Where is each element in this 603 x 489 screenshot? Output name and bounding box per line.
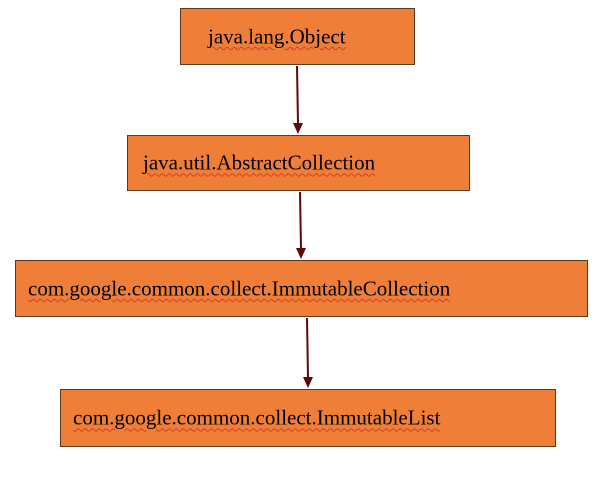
edge-abstract-collection-to-immutable-collection xyxy=(296,191,306,259)
node-immutable-collection: com.google.common.collect.ImmutableColle… xyxy=(15,260,588,317)
node-java-lang-object: java.lang.Object xyxy=(180,8,415,65)
edge-object-to-abstract-collection xyxy=(293,65,303,134)
node-immutable-list: com.google.common.collect.ImmutableList xyxy=(60,389,556,447)
node-label: java.util.AbstractCollection xyxy=(143,150,376,175)
node-label: com.google.common.collect.ImmutableList xyxy=(73,405,441,430)
node-label: java.lang.Object xyxy=(208,24,346,48)
edge-immutable-collection-to-immutable-list xyxy=(303,317,313,388)
node-abstract-collection: java.util.AbstractCollection xyxy=(127,135,470,191)
node-label: com.google.common.collect.ImmutableColle… xyxy=(28,276,451,300)
